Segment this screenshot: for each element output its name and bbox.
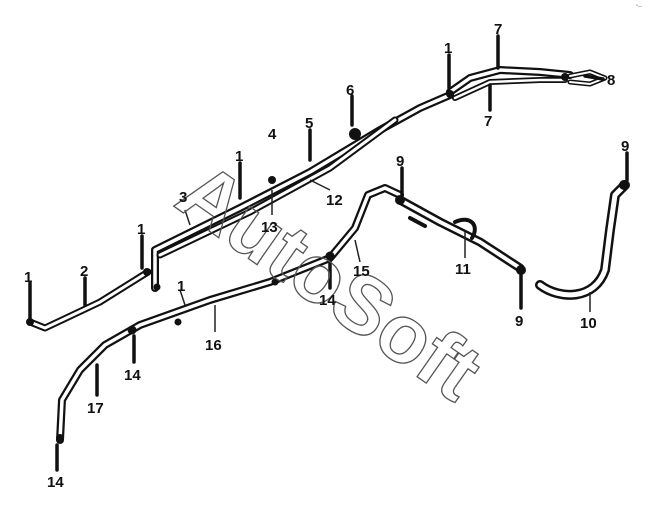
callout-label: 9 [515,313,523,330]
callout-label: 9 [621,138,629,155]
callout-label: 1 [235,148,243,165]
callout-label: 1 [177,278,185,295]
hose-part-7 [446,66,574,101]
clamp [56,434,64,442]
clamp [516,265,526,275]
callout-label: 3 [179,189,187,206]
callout-label: 14 [124,367,141,384]
clamp [619,180,629,190]
callout-label: 10 [580,315,597,332]
clamp [143,268,151,276]
clamps [26,73,629,442]
callout-label: 14 [319,292,336,309]
clamp [268,176,276,184]
callout-label: 6 [346,82,354,99]
clamp [561,73,569,81]
leader-lines [28,34,629,472]
clamp [325,251,335,261]
callout-label: 8 [607,72,615,89]
callout-label: 12 [326,192,343,209]
callout-label: 15 [353,263,370,280]
clamp [127,325,137,335]
callout-label: 16 [205,337,222,354]
clamp [26,318,34,326]
callout-label: 2 [80,263,88,280]
callout-label: 13 [261,219,278,236]
callout-label: 7 [494,21,502,38]
callout-label: 1 [24,269,32,286]
hose-main-run [151,91,454,292]
callout-labels: 1 2 1 1 3 1 4 5 6 1 7 7 8 9 9 9 10 11 12… [24,21,629,491]
clamp [271,278,279,286]
callout-label: 5 [305,115,313,132]
callout-label: 7 [484,113,492,130]
hose-part-10 [535,180,630,300]
callout-label: 1 [444,40,452,57]
clamp [349,128,361,140]
fitting-part-8 [567,69,608,87]
hose-part-16 [56,184,404,444]
callout-label: 11 [455,261,471,278]
clamp [395,195,405,205]
corner-tag: °— [636,4,642,9]
clamp [153,283,161,291]
callout-label: 9 [396,153,404,170]
hose-part-2 [26,268,152,332]
callout-label: 14 [47,474,64,491]
callout-label: 1 [137,221,145,238]
clamp [446,90,454,98]
watermark-text: AutoSoft [162,145,498,418]
hose-part-11 [395,195,525,273]
clamp [174,318,182,326]
callout-label: 4 [268,126,277,143]
callout-label: 17 [87,400,104,417]
